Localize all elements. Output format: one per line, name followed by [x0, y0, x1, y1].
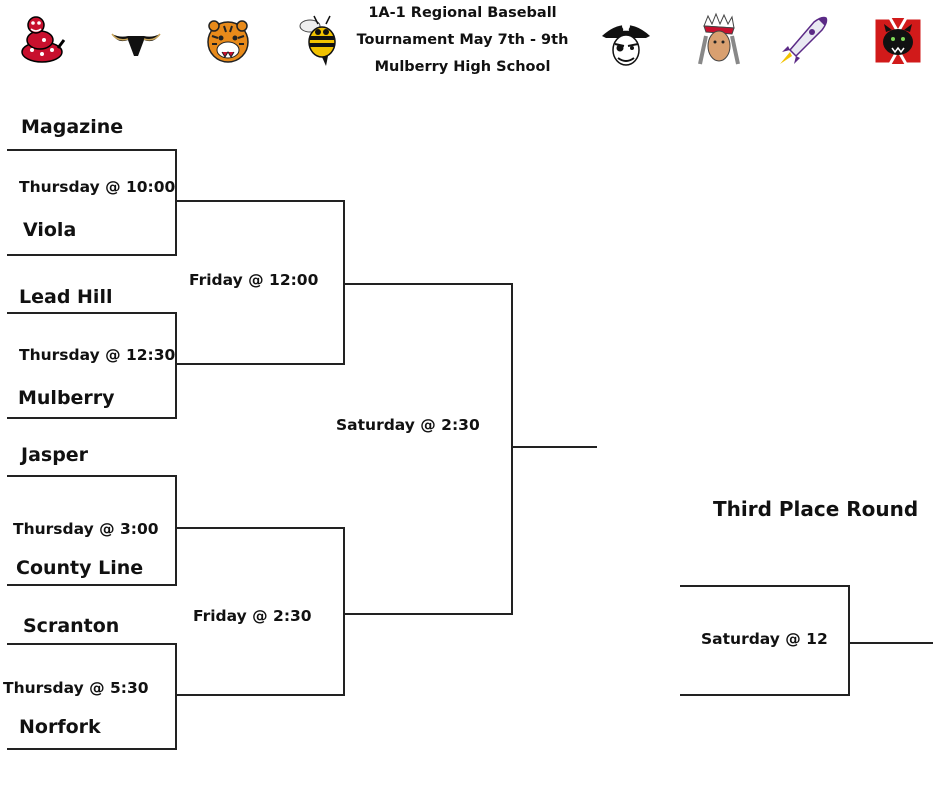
rattlesnake-mascot-icon [21, 16, 66, 63]
bracket-line [7, 149, 177, 151]
bracket-line [7, 643, 177, 645]
team-name: Mulberry [18, 387, 115, 409]
tiger-mascot-icon [207, 20, 249, 63]
championship-game-time: Saturday @ 2:30 [336, 416, 480, 434]
title-line-3: Mulberry High School [374, 59, 551, 75]
bracket-line [343, 283, 513, 285]
game-time: Thursday @ 10:00 [19, 178, 176, 196]
bracket-line [175, 312, 177, 418]
bracket-line [680, 585, 850, 587]
title-line-2: Tournament May 7th - 9th [356, 32, 569, 48]
team-name: Viola [23, 219, 77, 241]
team-name: Lead Hill [19, 286, 113, 308]
rocket-mascot-icon [780, 16, 828, 64]
third-place-title: Third Place Round [713, 497, 919, 521]
bracket-line [7, 748, 177, 750]
bracket-line [175, 643, 177, 749]
indian-chief-mascot-icon [698, 12, 740, 65]
bracket-line [175, 527, 345, 529]
game-time: Thursday @ 12:30 [19, 346, 176, 364]
game-time: Friday @ 2:30 [193, 607, 312, 625]
game-time: Friday @ 12:00 [189, 271, 319, 289]
game-time: Thursday @ 3:00 [13, 520, 159, 538]
tournament-title: 1A-1 Regional Baseball Tournament May 7t… [340, 0, 585, 81]
bracket-line [7, 312, 177, 314]
team-name: County Line [16, 557, 144, 579]
bracket-line [511, 283, 513, 614]
yellow-jacket-mascot-icon [299, 15, 336, 66]
team-name: Scranton [23, 615, 120, 637]
panther-mascot-icon [872, 16, 924, 66]
bracket-line [175, 475, 177, 585]
team-name: Magazine [21, 116, 124, 138]
team-name: Norfork [19, 716, 101, 738]
bracket-line [175, 149, 177, 255]
bracket-line [7, 417, 177, 419]
longhorn-mascot-icon [111, 33, 161, 56]
bracket-line [7, 584, 177, 586]
third-place-winner-line [848, 642, 933, 644]
title-line-1: 1A-1 Regional Baseball [368, 5, 557, 21]
bracket-line [343, 200, 345, 365]
bracket-line [680, 694, 850, 696]
bracket-line [7, 475, 177, 477]
bracket-line [343, 613, 513, 615]
champion-line [511, 446, 597, 448]
game-time: Thursday @ 5:30 [3, 679, 149, 697]
bracket-line [175, 200, 345, 202]
team-name: Jasper [21, 444, 89, 466]
bracket-line [175, 694, 345, 696]
bracket-line [343, 527, 345, 695]
bracket-line [7, 254, 177, 256]
third-place-game-time: Saturday @ 12 [701, 630, 828, 648]
bracket-line [175, 363, 345, 365]
bracket-line [848, 585, 850, 695]
pirate-mascot-icon [602, 22, 650, 66]
